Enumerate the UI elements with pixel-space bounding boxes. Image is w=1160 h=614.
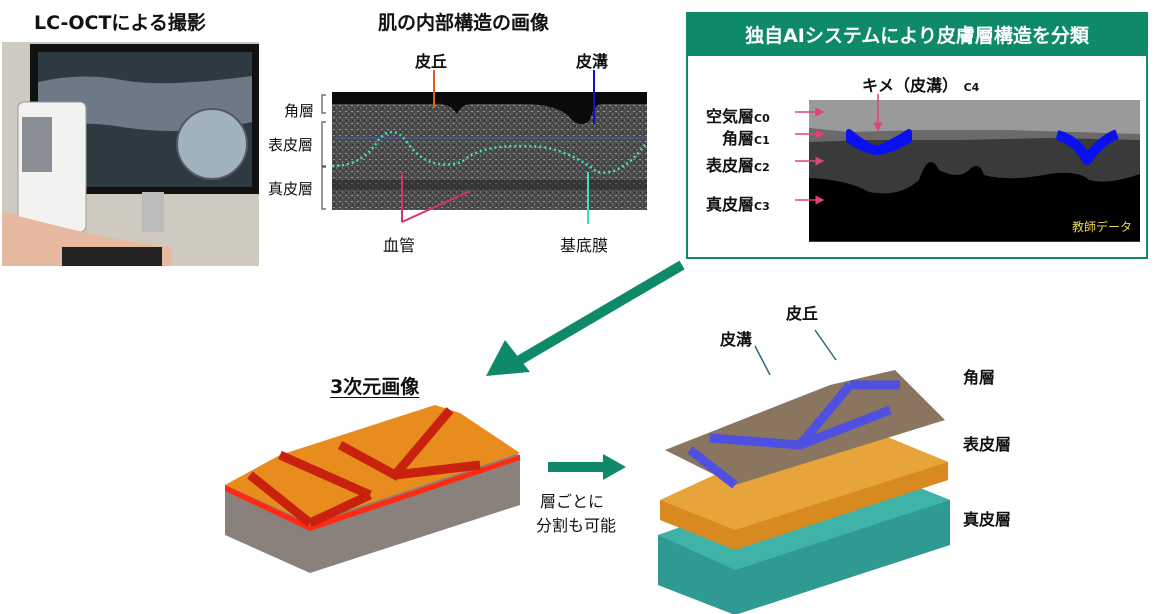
capture-title: LC-OCTによる撮影: [34, 12, 206, 34]
hikyu-label: 皮丘: [415, 52, 448, 71]
ai-panel-title: 独自AIシステムにより皮膚層構造を分類: [686, 12, 1148, 56]
kakusou-label: 角層: [284, 102, 315, 120]
layer3-label: 真皮層: [963, 510, 1012, 529]
layer-c0-sub: C0: [754, 112, 770, 125]
split-caption-line2: 分割も可能: [536, 516, 617, 535]
kekkan-label: 血管: [383, 236, 416, 255]
ai-panel-title-text: 独自AIシステムにより皮膚層構造を分類: [745, 24, 1089, 47]
segmentation-drawing: [809, 100, 1140, 242]
layer2-label: 表皮層: [963, 435, 1012, 454]
kime-label: キメ（皮溝） C4: [862, 72, 979, 96]
lc-oct-device-photo: [2, 42, 259, 266]
split-arrow-icon: [548, 454, 626, 480]
layer-c2-sub: C2: [754, 161, 770, 174]
layer1-label: 角層: [963, 368, 996, 387]
shinpisou-label: 真皮層: [268, 180, 314, 198]
teacher-data-label: 教師データ: [1071, 220, 1132, 234]
layer-c3-sub: C3: [754, 200, 770, 213]
exploded-layers-3d: [658, 370, 950, 614]
3d-skin-block: [225, 405, 520, 573]
kime-sub: C4: [963, 81, 980, 94]
layer-hikyu-label: 皮丘: [786, 304, 819, 323]
layer-c3-name: 真皮層: [706, 195, 755, 214]
layer-c1-name: 角層: [722, 129, 755, 148]
layer-c1-sub: C1: [754, 134, 770, 147]
hyohisou-label: 表皮層: [268, 136, 314, 154]
layer-c0-label: 空気層C0: [706, 103, 770, 127]
layer-hikou-label: 皮溝: [720, 330, 753, 349]
device-photo-illustration: [2, 42, 259, 266]
kime-label-text: キメ（皮溝）: [862, 76, 959, 95]
hikou-label: 皮溝: [576, 52, 609, 71]
split-caption-line1: 層ごとに: [540, 492, 605, 511]
layer-c3-label: 真皮層C3: [706, 191, 770, 215]
teacher-data-image: 教師データ: [809, 100, 1140, 242]
3d-image-title: 3次元画像: [330, 376, 420, 398]
layer-c2-name: 表皮層: [706, 156, 755, 175]
layer-c0-name: 空気層: [706, 107, 755, 126]
kiteimaku-label: 基底膜: [560, 236, 609, 255]
layer-c2-label: 表皮層C2: [706, 152, 770, 176]
structure-title: 肌の内部構造の画像: [378, 12, 550, 34]
layer-c1-label: 角層C1: [722, 125, 770, 149]
